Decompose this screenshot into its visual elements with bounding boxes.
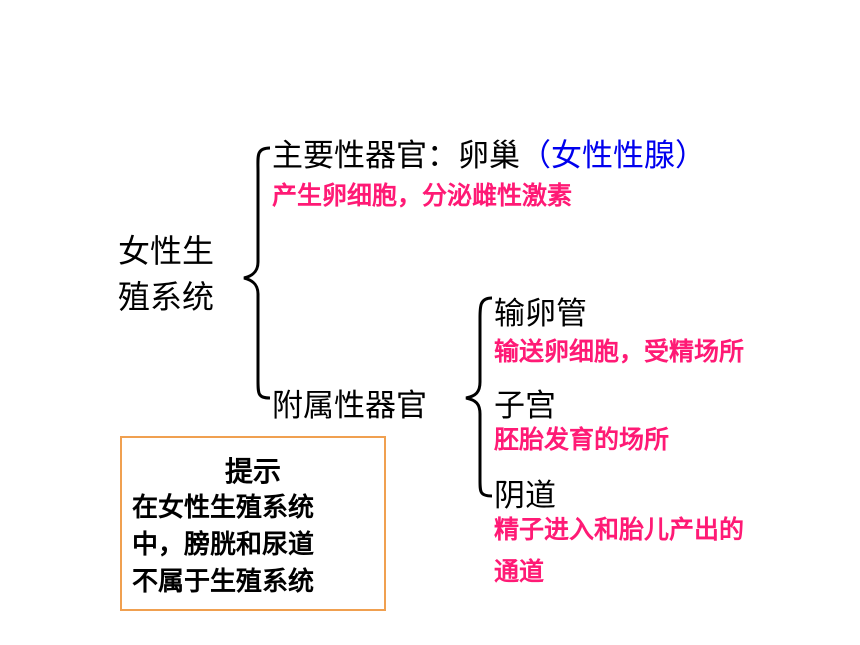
primary-organ-note: （女性性腺） <box>520 138 706 174</box>
vagina-function-line2: 通道 <box>494 557 545 586</box>
tip-line: 在女性生殖系统 <box>132 493 315 523</box>
vagina-function-line1: 精子进入和胎儿产出的 <box>494 515 745 544</box>
tip-box: 提示 在女性生殖系统 中，膀胱和尿道 不属于生殖系统 <box>120 436 386 611</box>
uterus-function: 胚胎发育的场所 <box>494 425 670 454</box>
root-label-line1: 女性生 <box>118 232 215 270</box>
vagina-label: 阴道 <box>494 478 556 514</box>
primary-organ-text: 主要性器官：卵巢 <box>272 138 520 174</box>
tip-title: 提示 <box>224 455 281 488</box>
root-label: 女性生 殖系统 <box>118 228 214 320</box>
oviduct-function: 输送卵细胞，受精场所 <box>494 337 745 366</box>
uterus-label: 子宫 <box>494 388 556 424</box>
oviduct-label: 输卵管 <box>494 296 587 332</box>
tip-body: 在女性生殖系统 中，膀胱和尿道 不属于生殖系统 <box>132 490 314 601</box>
root-label-line2: 殖系统 <box>118 278 215 316</box>
tip-line: 中，膀胱和尿道 <box>132 530 315 560</box>
tip-line: 不属于生殖系统 <box>132 567 315 597</box>
main-brace <box>243 146 271 400</box>
primary-organ-function: 产生卵细胞，分泌雌性激素 <box>272 181 573 210</box>
accessory-organ-label: 附属性器官 <box>272 388 427 424</box>
primary-organ-label: 主要性器官：卵巢（女性性腺） <box>272 130 706 175</box>
accessory-brace <box>465 296 493 498</box>
